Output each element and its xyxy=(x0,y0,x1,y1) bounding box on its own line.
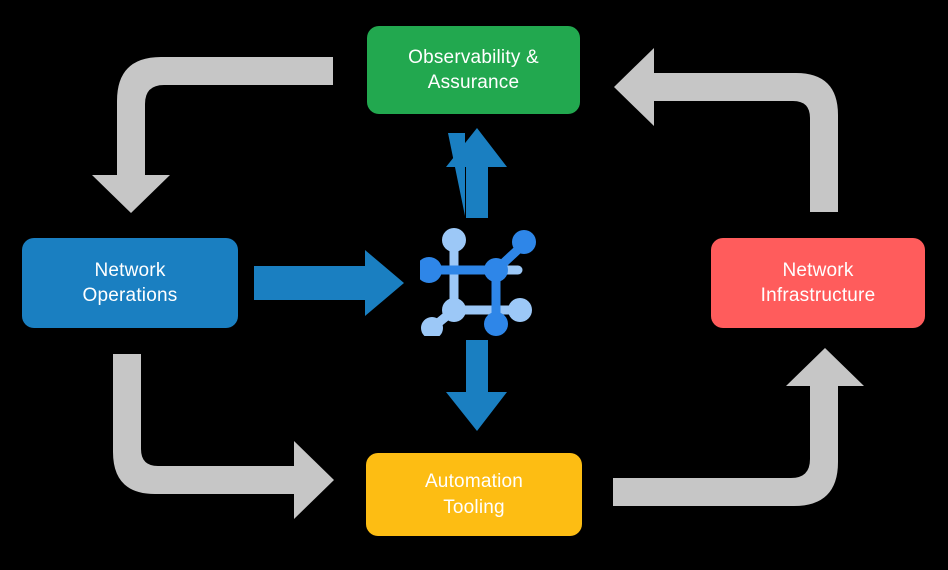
connector-ops-to-automation xyxy=(113,354,334,519)
node-box-network-infrastructure[interactable]: Network Infrastructure xyxy=(711,238,925,328)
network-topology-icon xyxy=(420,228,536,336)
node-box-network-operations[interactable]: Network Operations xyxy=(22,238,238,328)
connector-center-to-automation xyxy=(446,340,507,431)
node-box-observability[interactable]: Observability & Assurance xyxy=(367,26,580,114)
connector-automation-to-infrastructure xyxy=(613,348,864,506)
connector-infrastructure-to-observability xyxy=(614,48,838,212)
connector-center-to-observability xyxy=(446,127,507,218)
connector-ops-to-center xyxy=(254,250,404,316)
node-box-automation-tooling[interactable]: Automation Tooling xyxy=(366,453,582,536)
connector-observability-to-ops xyxy=(92,57,333,213)
